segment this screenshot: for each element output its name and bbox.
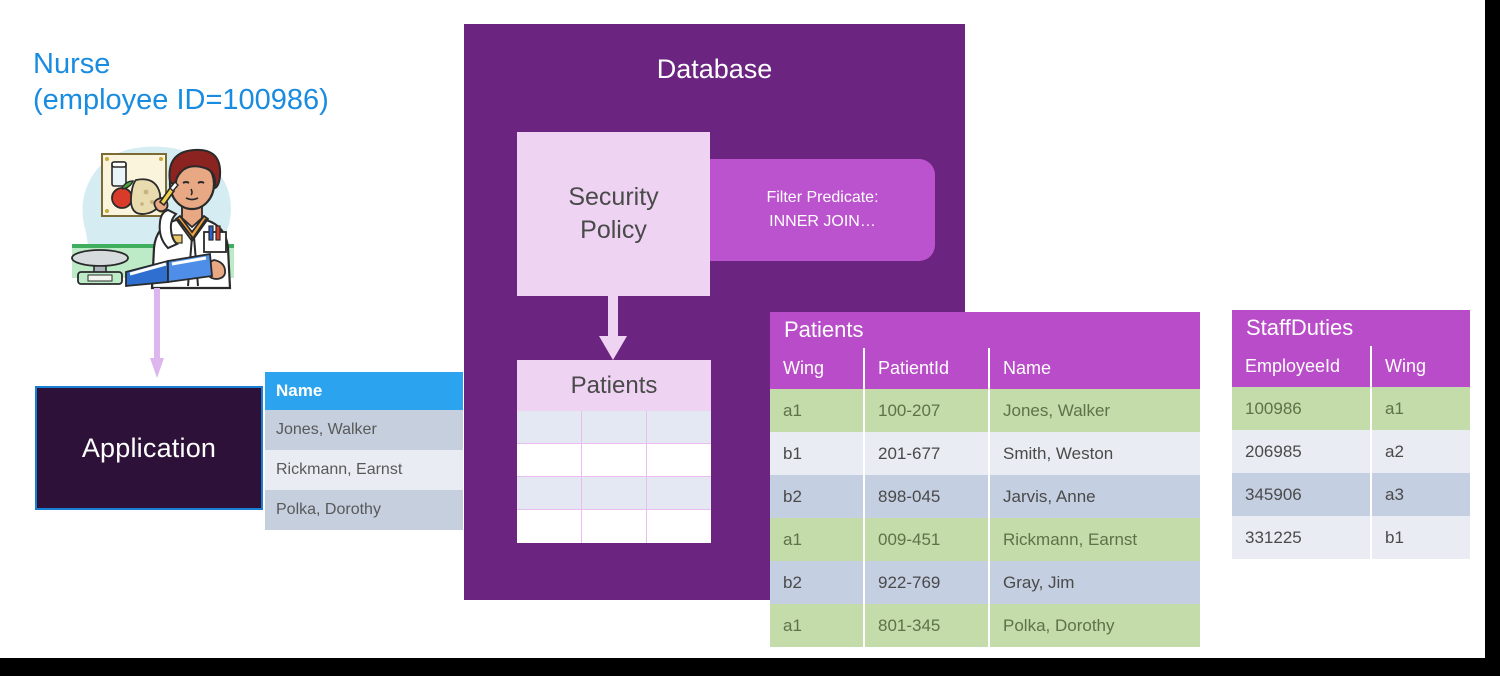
table-row: 206985 a2 <box>1232 430 1470 473</box>
inner-table-row <box>517 477 711 510</box>
cell-wing: a3 <box>1372 473 1470 516</box>
nurse-employee-id-text: (employee ID=100986) <box>33 84 329 116</box>
nurse-illustration <box>64 136 242 290</box>
table-row: a1 100-207 Jones, Walker <box>770 389 1200 432</box>
inner-table-row <box>517 510 711 543</box>
inner-table-cell <box>647 510 711 543</box>
inner-table-cell <box>517 444 582 477</box>
inner-table-cell <box>582 510 647 543</box>
security-policy-to-table-arrow <box>597 296 629 362</box>
cell-name: Rickmann, Earnst <box>990 518 1200 561</box>
inner-table-title: Patients <box>517 360 711 411</box>
table-row: b2 898-045 Jarvis, Anne <box>770 475 1200 518</box>
nurse-role-text: Nurse <box>33 48 111 80</box>
inner-table-cell <box>582 444 647 477</box>
cell-wing: b2 <box>770 561 865 604</box>
cell-wing: a1 <box>770 389 865 432</box>
inner-table-row <box>517 444 711 477</box>
table-row: 345906 a3 <box>1232 473 1470 516</box>
table-row: b2 922-769 Gray, Jim <box>770 561 1200 604</box>
bottom-letterbox-bar <box>0 658 1500 676</box>
result-row: Rickmann, Earnst <box>265 450 463 490</box>
inner-table-cell <box>647 477 711 510</box>
inner-table-cell <box>647 411 711 444</box>
cell-name: Gray, Jim <box>990 561 1200 604</box>
table-row: b1 201-677 Smith, Weston <box>770 432 1200 475</box>
table-row: 100986 a1 <box>1232 387 1470 430</box>
cell-patientid: 898-045 <box>865 475 990 518</box>
cell-patientid: 100-207 <box>865 389 990 432</box>
security-policy-line1: Security <box>568 183 659 211</box>
result-row: Jones, Walker <box>265 410 463 450</box>
cell-wing: a1 <box>770 518 865 561</box>
cell-wing: a2 <box>1372 430 1470 473</box>
cell-name: Polka, Dorothy <box>990 604 1200 647</box>
patients-col-patientid: PatientId <box>865 348 990 389</box>
staffduties-table: StaffDuties EmployeeId Wing 100986 a1 20… <box>1232 310 1470 559</box>
staffduties-col-employeeid: EmployeeId <box>1232 346 1372 387</box>
patients-table-header-row: Wing PatientId Name <box>770 348 1200 389</box>
security-policy-line2: Policy <box>580 216 647 244</box>
cell-employeeid: 206985 <box>1232 430 1372 473</box>
filter-predicate-callout: Filter Predicate: INNER JOIN… <box>710 159 935 261</box>
cell-name: Jones, Walker <box>990 389 1200 432</box>
nurse-to-application-arrow <box>150 288 164 380</box>
table-row: a1 801-345 Polka, Dorothy <box>770 604 1200 647</box>
patients-table-title: Patients <box>770 312 1200 348</box>
cell-wing: a1 <box>770 604 865 647</box>
cell-patientid: 201-677 <box>865 432 990 475</box>
cell-name: Jarvis, Anne <box>990 475 1200 518</box>
right-letterbox-bar <box>1485 0 1500 676</box>
cell-patientid: 801-345 <box>865 604 990 647</box>
cell-wing: b1 <box>770 432 865 475</box>
table-row: 331225 b1 <box>1232 516 1470 559</box>
cell-wing: b1 <box>1372 516 1470 559</box>
result-table-header: Name <box>265 372 463 410</box>
cell-employeeid: 345906 <box>1232 473 1372 516</box>
filter-predicate-line2: INNER JOIN… <box>769 213 876 230</box>
cell-employeeid: 331225 <box>1232 516 1372 559</box>
result-name-table: Name Jones, Walker Rickmann, Earnst Polk… <box>265 372 463 530</box>
inner-table-body <box>517 411 711 543</box>
application-label: Application <box>81 432 217 463</box>
patients-col-wing: Wing <box>770 348 865 389</box>
inner-table-cell <box>647 444 711 477</box>
patients-table: Patients Wing PatientId Name a1 100-207 … <box>770 312 1200 647</box>
cell-wing: b2 <box>770 475 865 518</box>
table-row: a1 009-451 Rickmann, Earnst <box>770 518 1200 561</box>
inner-table-row <box>517 411 711 444</box>
inner-table-cell <box>517 477 582 510</box>
nurse-label: Nurse (employee ID=100986) <box>33 46 329 118</box>
patients-col-name: Name <box>1003 358 1052 378</box>
cell-patientid: 922-769 <box>865 561 990 604</box>
staffduties-table-header-row: EmployeeId Wing <box>1232 346 1470 387</box>
security-policy-box: Security Policy <box>517 132 710 296</box>
inner-table-cell <box>582 411 647 444</box>
application-box[interactable]: Application <box>35 386 263 510</box>
inner-table-cell <box>582 477 647 510</box>
result-row: Polka, Dorothy <box>265 490 463 530</box>
cell-employeeid: 100986 <box>1232 387 1372 430</box>
cell-name: Smith, Weston <box>990 432 1200 475</box>
inner-table-cell <box>517 411 582 444</box>
database-inner-patients-table: Patients <box>517 360 711 543</box>
filter-predicate-line1: Filter Predicate: <box>766 189 879 206</box>
staffduties-table-title: StaffDuties <box>1232 310 1470 346</box>
inner-table-cell <box>517 510 582 543</box>
database-title: Database <box>656 54 773 84</box>
cell-wing: a1 <box>1372 387 1470 430</box>
staffduties-col-wing: Wing <box>1385 356 1427 376</box>
cell-patientid: 009-451 <box>865 518 990 561</box>
